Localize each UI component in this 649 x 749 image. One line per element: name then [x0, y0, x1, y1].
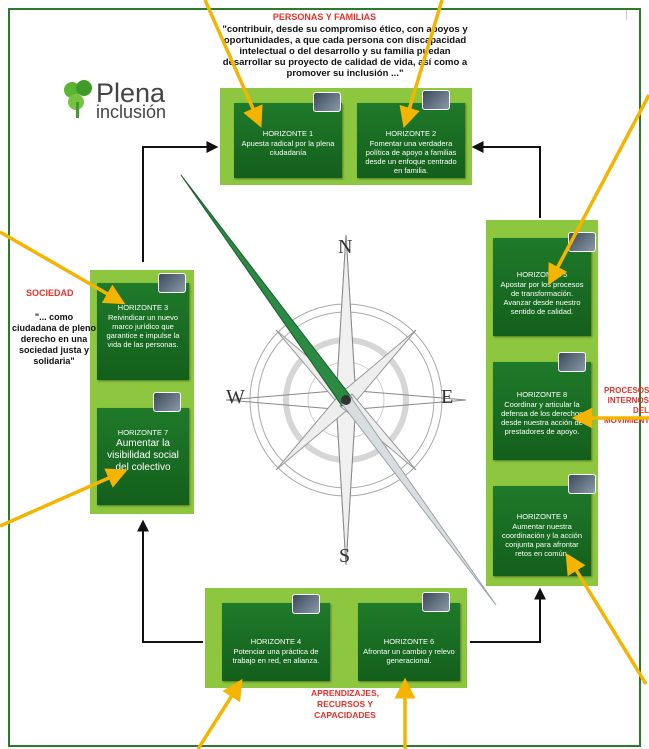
horizon-text: Reivindicar un nuevo marco jurídico que … [106, 313, 180, 349]
horizon-title: HORIZONTE 5 [516, 270, 568, 279]
compass-letter-north: N [338, 236, 353, 258]
horizon-text: Aumentar nuestra coordinación y la acció… [501, 522, 583, 558]
thumbnail-icon [422, 592, 450, 612]
horizon-text: Fomentar una verdadera política de apoyo… [365, 139, 457, 175]
horizon-title: HORIZONTE 4 [250, 637, 302, 646]
horizon-title: HORIZONTE 1 [262, 129, 314, 138]
thumbnail-icon [422, 90, 450, 110]
section-quote-personas: "contribuir, desde su compromiso ético, … [222, 24, 468, 79]
horizon-title: HORIZONTE 3 [117, 303, 169, 312]
horizon-card-3[interactable]: HORIZONTE 3 Reivindicar un nuevo marco j… [97, 283, 189, 380]
horizon-card-1[interactable]: HORIZONTE 1 Apuesta radical por la plena… [234, 103, 342, 178]
horizon-card-9[interactable]: HORIZONTE 9 Aumentar nuestra coordinació… [493, 486, 591, 576]
compass-letter-east: E [441, 386, 454, 408]
thumbnail-icon [153, 392, 181, 412]
compass-letter-south: S [339, 545, 351, 567]
clover-icon [64, 80, 92, 118]
thumbnail-icon [568, 232, 596, 252]
horizon-card-6[interactable]: HORIZONTE 6 Afrontar un cambio y relevo … [358, 603, 460, 681]
logo-word: Plena [96, 78, 166, 108]
section-title-procesos: PROCESOS INTERNOS DEL MOVIMIENTO [604, 386, 649, 425]
horizon-card-8[interactable]: HORIZONTE 8 Coordinar y articular la def… [493, 362, 591, 460]
horizon-text: Potenciar una práctica de trabajo en red… [232, 647, 320, 665]
page-corner [626, 10, 639, 20]
horizon-title: HORIZONTE 7 [117, 428, 169, 437]
horizon-card-5[interactable]: HORIZONTE 5 Apostar por los procesos de … [493, 238, 591, 336]
horizon-card-2[interactable]: HORIZONTE 2 Fomentar una verdadera polít… [357, 103, 465, 178]
thumbnail-icon [292, 594, 320, 614]
thumbnail-icon [568, 474, 596, 494]
horizon-card-4[interactable]: HORIZONTE 4 Potenciar una práctica de tr… [222, 603, 330, 681]
horizon-text: Aumentar la visibilidad social del colec… [107, 438, 179, 473]
section-quote-sociedad: "... como ciudadana de pleno derecho en … [12, 312, 97, 366]
thumbnail-icon [158, 273, 186, 293]
section-title-personas: PERSONAS Y FAMILIAS [272, 12, 377, 22]
plena-inclusion-logo: Plena inclusión [62, 78, 202, 128]
horizon-text: Apuesta radical por la plena ciudadanía [241, 139, 335, 157]
horizon-text: Afrontar un cambio y relevo generacional… [363, 647, 455, 665]
section-title-sociedad: SOCIEDAD [26, 288, 74, 298]
horizon-title: HORIZONTE 9 [516, 512, 568, 521]
horizon-title: HORIZONTE 8 [516, 390, 568, 399]
thumbnail-icon [313, 92, 341, 112]
logo-subword: inclusión [96, 102, 167, 122]
horizon-card-7[interactable]: HORIZONTE 7 Aumentar la visibilidad soci… [97, 408, 189, 505]
compass-letter-west: W [226, 386, 245, 408]
horizon-title: HORIZONTE 6 [383, 637, 435, 646]
thumbnail-icon [558, 352, 586, 372]
horizon-text: Apostar por los procesos de transformaci… [500, 280, 584, 316]
diagram-frame [8, 8, 641, 747]
horizon-title: HORIZONTE 2 [385, 129, 437, 138]
section-title-aprendizajes: APRENDIZAJES, RECURSOS Y CAPACIDADES [310, 688, 379, 720]
horizon-text: Coordinar y articular la defensa de los … [501, 400, 583, 436]
